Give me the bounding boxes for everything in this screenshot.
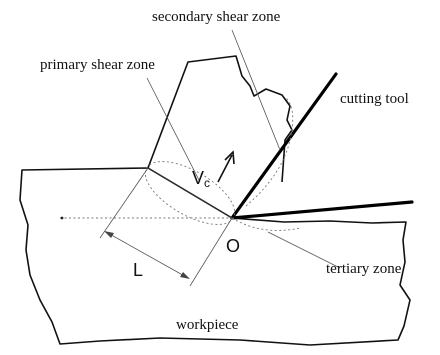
label-length-L: L: [133, 260, 143, 280]
label-workpiece: workpiece: [176, 317, 239, 333]
dimension-arrowhead-end: [180, 272, 190, 279]
label-tertiary-zone: tertiary zone: [326, 261, 402, 277]
dimension-arrowhead-start: [104, 231, 114, 238]
label-secondary-shear-zone: secondary shear zone: [152, 9, 281, 25]
label-cutting-tool: cutting tool: [340, 91, 409, 107]
shear-plane: [147, 167, 233, 219]
label-velocity-main: V: [192, 168, 204, 188]
label-velocity-subscript: c: [204, 176, 210, 190]
tool-flank-face: [230, 200, 414, 220]
leader-tertiary-zone: [267, 231, 341, 269]
tool-rake-face: [230, 72, 338, 220]
dimension-extension-1: [99, 167, 149, 239]
velocity-arrow-shaft: [217, 154, 233, 183]
label-primary-shear-zone: primary shear zone: [40, 57, 155, 73]
label-velocity: Vc: [192, 168, 210, 190]
primary-shear-zone-region: [144, 161, 236, 225]
dimension-extension-2: [189, 217, 233, 287]
leader-primary-shear-zone: [146, 77, 201, 183]
dimension-line-L: [105, 231, 189, 279]
label-origin-O: O: [226, 236, 240, 256]
leader-secondary-shear-zone: [231, 29, 281, 151]
velocity-arrow-head: [224, 150, 235, 165]
workpiece-outline: [19, 167, 411, 346]
secondary-shear-zone-region: [245, 97, 294, 207]
tertiary-zone-region: [231, 217, 301, 231]
cutting-line-start-dot: [60, 216, 64, 220]
